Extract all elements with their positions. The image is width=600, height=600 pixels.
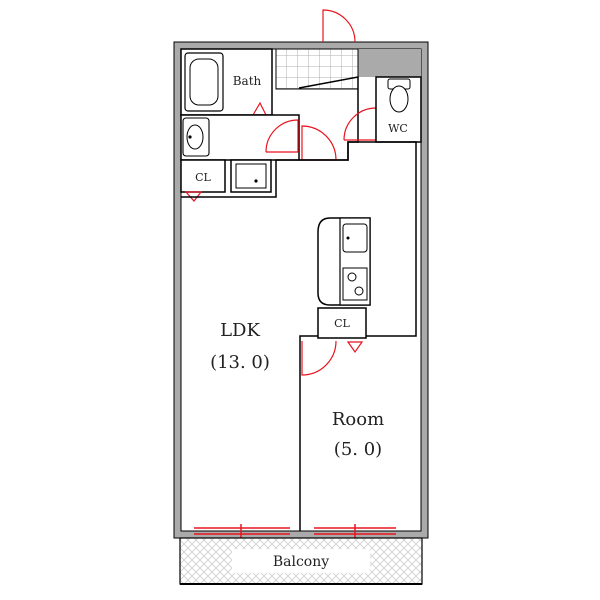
- wc-label: WC: [388, 122, 408, 135]
- washroom: [180, 114, 300, 161]
- ldk-label: LDK: [220, 320, 260, 341]
- sliding-window-icon: [194, 524, 290, 538]
- sink-icon: [182, 117, 210, 157]
- cl-entry-label: CL: [195, 171, 211, 184]
- door-swing-icon: [301, 340, 337, 376]
- balcony-label: Balcony: [273, 554, 329, 570]
- room-size: (5. 0): [334, 439, 382, 460]
- bath-label: Bath: [233, 74, 262, 88]
- door-swing-icon: [343, 107, 377, 141]
- ldk-size: (13. 0): [210, 352, 270, 373]
- closet-entry: CL: [180, 159, 226, 202]
- balcony: Balcony: [179, 537, 423, 585]
- kitchen-counter: [317, 217, 371, 306]
- room-label: Room: [332, 409, 384, 430]
- toilet-icon: [387, 78, 411, 113]
- washing-machine-icon: [230, 159, 272, 193]
- sliding-window-icon: [314, 524, 396, 538]
- kitchen-sink-icon: [342, 223, 368, 253]
- door-swing-icon: [346, 341, 364, 354]
- ldk-room: [181, 141, 417, 531]
- stove-icon: [342, 267, 368, 301]
- bath-room: Bath: [180, 48, 273, 116]
- cl-kitchen-label: CL: [334, 317, 350, 330]
- wc-room: WC: [375, 76, 422, 143]
- bathtub-icon: [184, 52, 224, 112]
- closet-kitchen: CL: [317, 307, 367, 354]
- door-swing-icon: [265, 119, 299, 153]
- door-swing-icon: [301, 125, 337, 161]
- entry-floor: [275, 48, 359, 90]
- wall-block: [358, 49, 421, 77]
- door-swing-icon: [322, 9, 356, 43]
